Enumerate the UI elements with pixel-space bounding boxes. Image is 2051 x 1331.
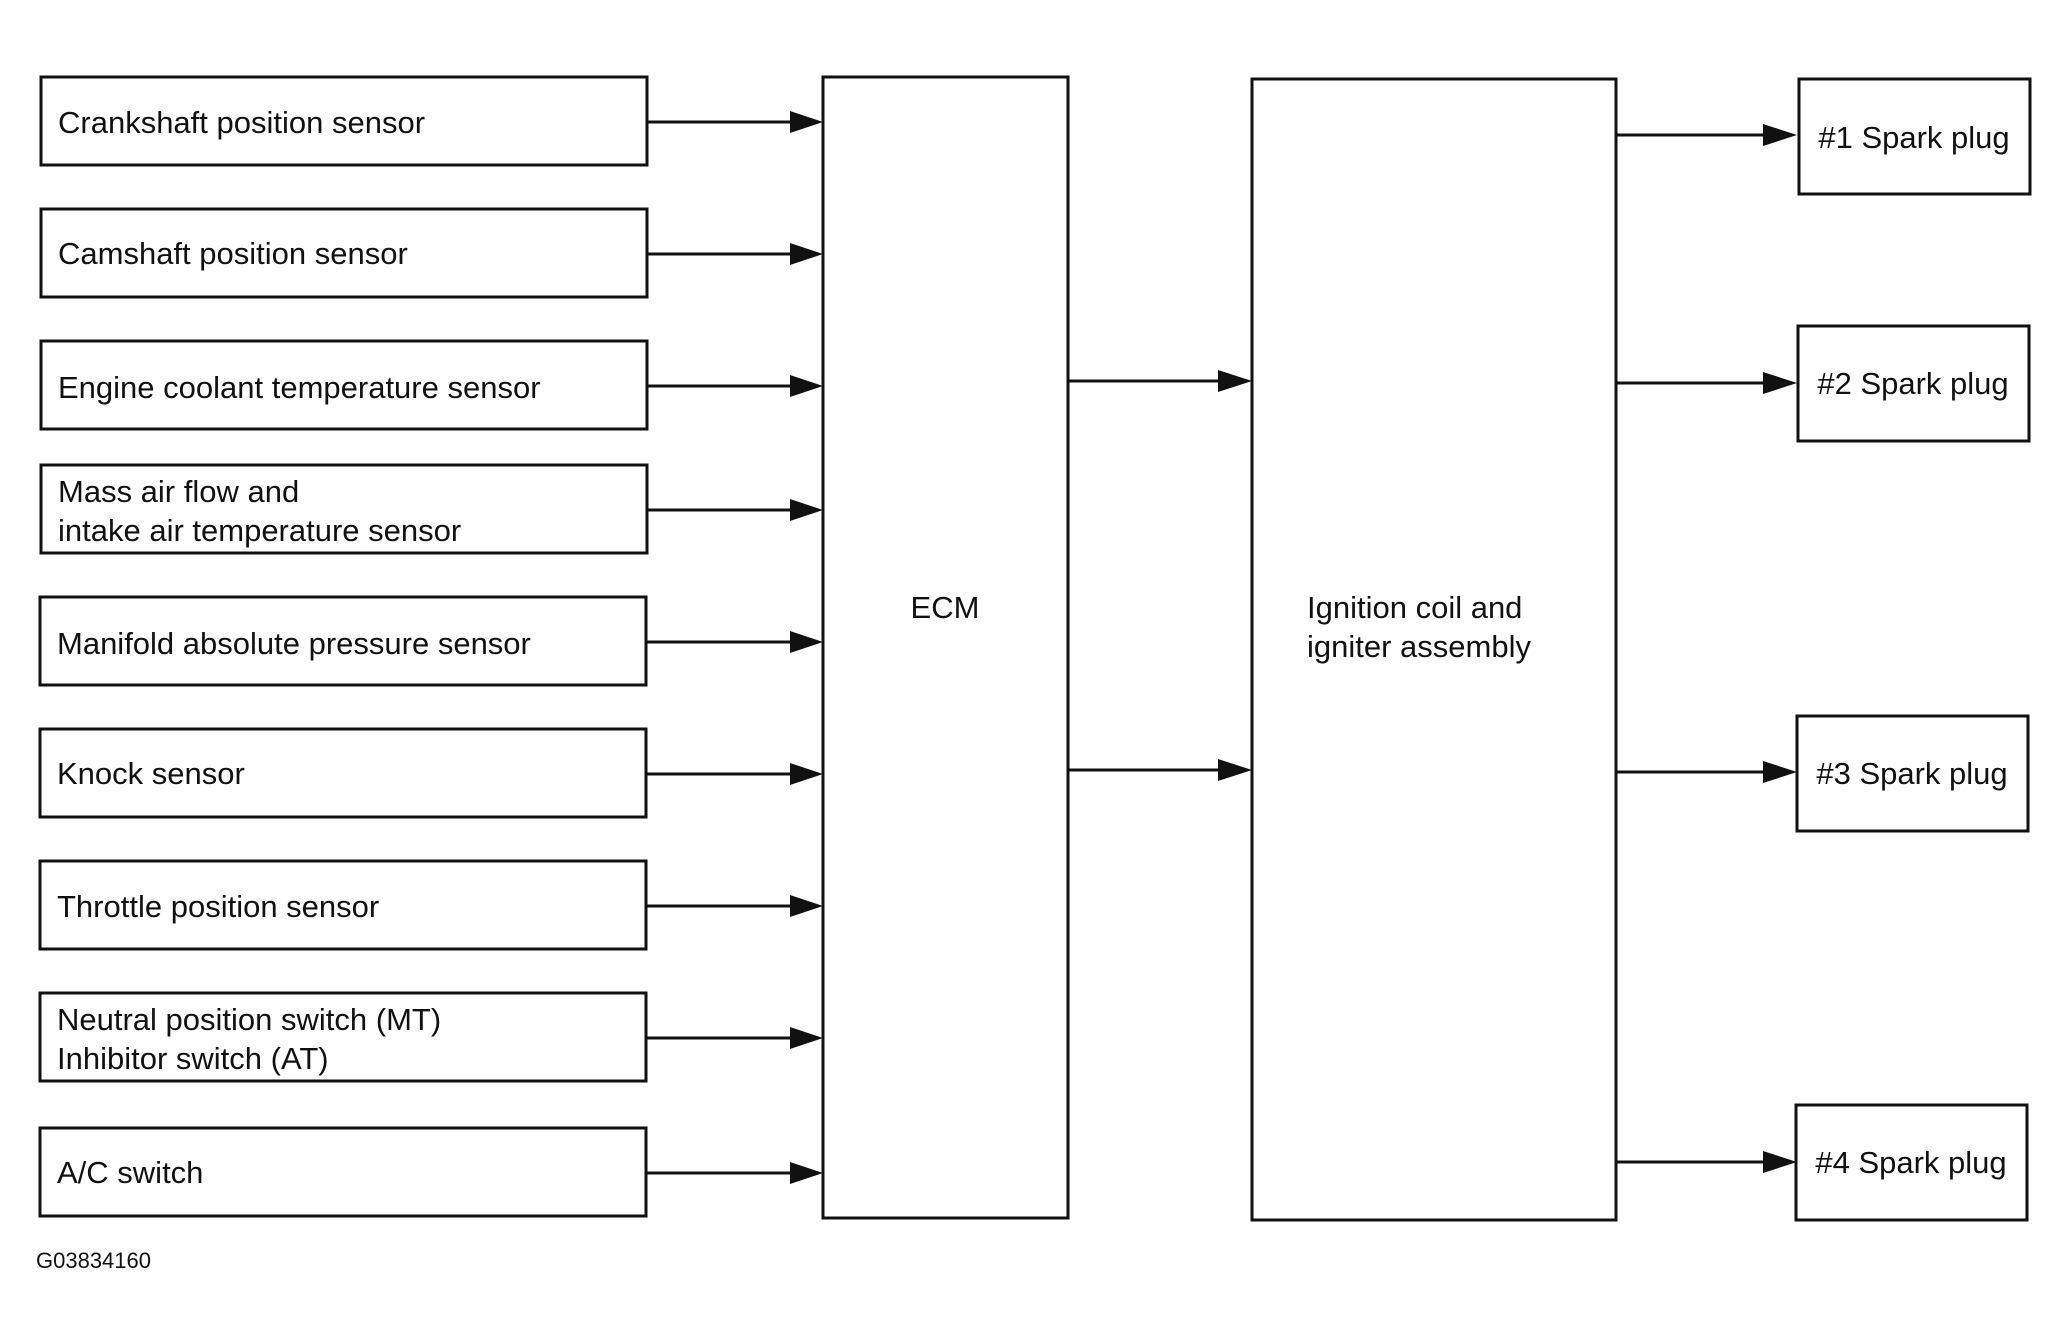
arrow-ignition-to-plug-2 (1616, 372, 1797, 394)
ignition-assembly-label-line2: igniter assembly (1307, 629, 1531, 664)
spark-plug-boxes: #1 Spark plug #2 Spark plug #3 Spark plu… (1794, 77, 2032, 1222)
arrow-maf-to-ecm (647, 499, 823, 521)
neutral-inhibitor-switch-box: Neutral position switch (MT) Inhibitor s… (38, 991, 648, 1083)
input-arrows (646, 111, 823, 1184)
spark-plug-2-box: #2 Spark plug (1796, 324, 2031, 443)
input-sensor-boxes: Crankshaft position sensor Camshaft posi… (38, 75, 649, 1218)
crankshaft-sensor-box: Crankshaft position sensor (39, 75, 649, 167)
arrow-knock-to-ecm (646, 763, 823, 785)
coolant-temp-sensor-box: Engine coolant temperature sensor (39, 339, 649, 431)
knock-sensor-label: Knock sensor (57, 756, 245, 791)
arrow-camshaft-to-ecm (647, 243, 823, 265)
coolant-temp-sensor-label: Engine coolant temperature sensor (58, 370, 541, 405)
arrow-ecm-to-ignition-upper (1068, 370, 1252, 392)
ecm-box: ECM (821, 75, 1070, 1220)
crankshaft-sensor-label: Crankshaft position sensor (58, 105, 425, 140)
inhibitor-switch-label: Inhibitor switch (AT) (57, 1041, 329, 1076)
arrow-ecm-to-ignition-lower (1068, 759, 1252, 781)
ac-switch-box: A/C switch (38, 1126, 648, 1218)
ignition-coil-assembly-box: Ignition coil and igniter assembly (1250, 77, 1618, 1222)
neutral-switch-label: Neutral position switch (MT) (57, 1002, 441, 1037)
spark-plug-1-label: #1 Spark plug (1818, 120, 2009, 155)
ecm-to-ignition-arrows (1068, 370, 1252, 781)
ecm-label: ECM (911, 590, 980, 625)
knock-sensor-box: Knock sensor (38, 727, 648, 819)
arrow-coolant-to-ecm (647, 375, 823, 397)
figure-code: G03834160 (36, 1248, 151, 1273)
arrow-map-to-ecm (646, 631, 823, 653)
spark-plug-3-label: #3 Spark plug (1816, 756, 2007, 791)
arrow-crankshaft-to-ecm (647, 111, 823, 133)
spark-plug-1-box: #1 Spark plug (1797, 77, 2032, 196)
arrow-neutral-to-ecm (646, 1027, 823, 1049)
throttle-sensor-box: Throttle position sensor (38, 859, 648, 951)
ignition-assembly-label-line1: Ignition coil and (1307, 590, 1522, 625)
output-arrows (1616, 124, 1797, 1173)
arrow-ignition-to-plug-3 (1616, 761, 1797, 783)
throttle-sensor-label: Throttle position sensor (57, 889, 379, 924)
spark-plug-4-box: #4 Spark plug (1794, 1103, 2029, 1222)
ac-switch-label: A/C switch (57, 1155, 203, 1190)
maf-iat-sensor-label-line2: intake air temperature sensor (58, 513, 461, 548)
spark-plug-3-box: #3 Spark plug (1795, 714, 2030, 833)
maf-iat-sensor-label-line1: Mass air flow and (58, 474, 299, 509)
arrow-ignition-to-plug-1 (1616, 124, 1797, 146)
map-sensor-label: Manifold absolute pressure sensor (57, 626, 531, 661)
spark-plug-2-label: #2 Spark plug (1817, 366, 2008, 401)
map-sensor-box: Manifold absolute pressure sensor (38, 595, 648, 687)
arrow-throttle-to-ecm (646, 895, 823, 917)
spark-plug-4-label: #4 Spark plug (1815, 1145, 2006, 1180)
arrow-ac-to-ecm (646, 1162, 823, 1184)
maf-iat-sensor-box: Mass air flow and intake air temperature… (39, 463, 649, 555)
camshaft-sensor-box: Camshaft position sensor (39, 207, 649, 299)
arrow-ignition-to-plug-4 (1616, 1151, 1797, 1173)
camshaft-sensor-label: Camshaft position sensor (58, 236, 408, 271)
